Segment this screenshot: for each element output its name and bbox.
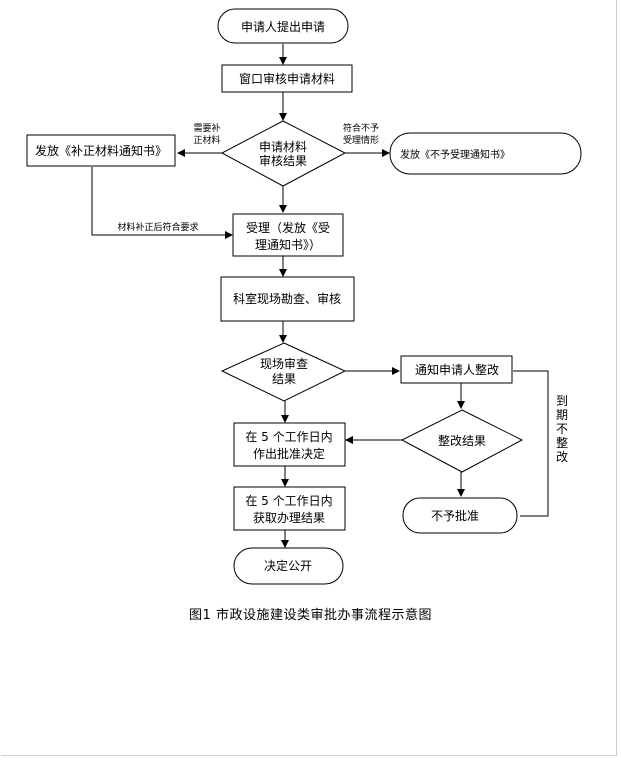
node-window-review [221,64,353,93]
node-publish-label: 决定公开 [264,558,312,573]
figure-caption: 图1 市政设施建设类审批办事流程示意图 [189,608,432,623]
node-obtain-label-line2: 获取办理结果 [253,510,325,525]
node-site-result-decision [220,342,347,402]
node-site-result-label-line2: 结果 [272,372,296,386]
node-rectify-result-label: 整改结果 [438,433,486,448]
node-not-approved-label: 不予批准 [431,508,479,523]
node-decision-label-line2: 作出批准决定 [253,446,325,461]
node-obtain-label-line1: 在 5 个工作日内 [245,494,332,508]
node-issue-supplement [26,134,176,167]
node-start-label: 申请人提出申请 [241,19,325,34]
node-notify-rectify-label: 通知申请人整改 [415,362,499,377]
node-issue-rejection-label: 发放《不予受理通知书》 [400,148,510,161]
node-rectify-result-decision [400,409,524,473]
node-site-inspection [220,276,355,322]
node-accept-label-line2: 理通知书》） [255,238,321,252]
edge-label-not-qualified-line1: 符合不予 [343,122,379,134]
connectors [91,44,549,548]
node-decision-5days [233,422,346,467]
edge-label-supplement-ok: 材料补正后符合要求 [117,221,198,233]
node-review-decision [220,120,347,187]
edge-label-need-supplement-line1: 需要补 [193,122,220,134]
node-publish-terminal [233,547,344,585]
node-window-review-label: 窗口审核申请材料 [239,71,335,86]
flowchart: 申请人提出申请 窗口审核申请材料 申请材料 审核结果 发放《补正材料通知书》 发… [26,8,582,585]
node-not-approved-terminal [402,497,518,534]
node-review-label-line1: 申请材料 [259,140,307,154]
node-accept [232,213,344,257]
node-notify-rectify [400,355,513,384]
node-review-label-line2: 审核结果 [259,153,307,168]
node-issue-rejection-terminal [389,132,582,175]
node-site-result-label-line1: 现场审查 [260,356,308,371]
edge-supplement-to-accept [91,167,233,239]
edge-label-not-qualified-line2: 受理情形 [343,134,379,146]
node-accept-label-line1: 受理（发放《受 [246,220,330,235]
edge-label-overdue: 到期不整改 [556,394,568,464]
edge-notify-overdue-loop [513,370,549,517]
node-start-terminal [217,8,349,44]
node-site-inspection-label: 科室现场勘查、审核 [233,291,341,306]
node-obtain-result [233,486,346,531]
node-issue-supplement-label: 发放《补正材料通知书》 [35,143,167,158]
edge-label-need-supplement-line2: 正材料 [193,134,220,146]
node-decision-label-line1: 在 5 个工作日内 [245,430,332,444]
